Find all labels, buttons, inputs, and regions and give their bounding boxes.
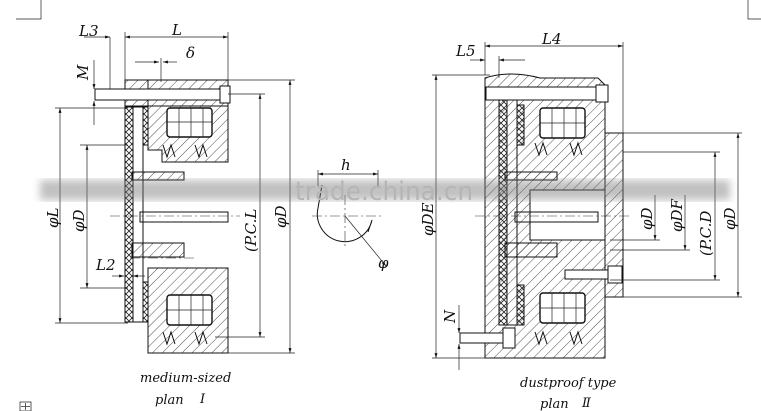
corner-mark-left xyxy=(16,0,42,20)
label-L: L xyxy=(171,21,182,39)
label-phiD-inner: φD xyxy=(70,209,88,232)
caption-plan1-numeral: Ⅰ xyxy=(199,392,206,407)
label-PCD: (P.C.D xyxy=(697,211,715,256)
label-L3: L3 xyxy=(78,22,99,40)
label-phi: φ xyxy=(378,254,389,272)
caption-plan1-plan: plan xyxy=(155,393,184,408)
corner-mark-right xyxy=(747,0,761,20)
label-delta: δ xyxy=(186,44,195,62)
plan1-drawing xyxy=(55,32,295,354)
caption-plan2-plan: plan xyxy=(540,397,569,411)
caption-plan2-type: dustproof type xyxy=(520,376,617,391)
label-phiD-flange: φD xyxy=(721,207,739,230)
label-L4: L4 xyxy=(541,30,562,48)
label-N: N xyxy=(441,309,459,324)
plan2-drawing xyxy=(432,42,742,370)
label-L2: L2 xyxy=(95,256,116,274)
label-h: h xyxy=(341,156,351,174)
label-phiDE: φDE xyxy=(419,202,437,236)
caption-plan1-type: medium-sized xyxy=(140,371,231,386)
label-M: M xyxy=(74,64,92,81)
move-handle-icon[interactable] xyxy=(19,401,32,411)
label-phiD-outer: φD xyxy=(272,205,290,228)
label-phiD-bore: φD xyxy=(638,207,656,230)
watermark: trade.china.cn xyxy=(295,177,473,207)
watermark-band xyxy=(40,180,730,200)
label-phiDF: φDF xyxy=(668,198,686,232)
caption-plan2-numeral: Ⅱ xyxy=(581,396,592,411)
label-PCL: (P.C.L xyxy=(242,209,260,252)
label-phiL: φL xyxy=(44,207,62,228)
label-L5: L5 xyxy=(455,42,476,60)
